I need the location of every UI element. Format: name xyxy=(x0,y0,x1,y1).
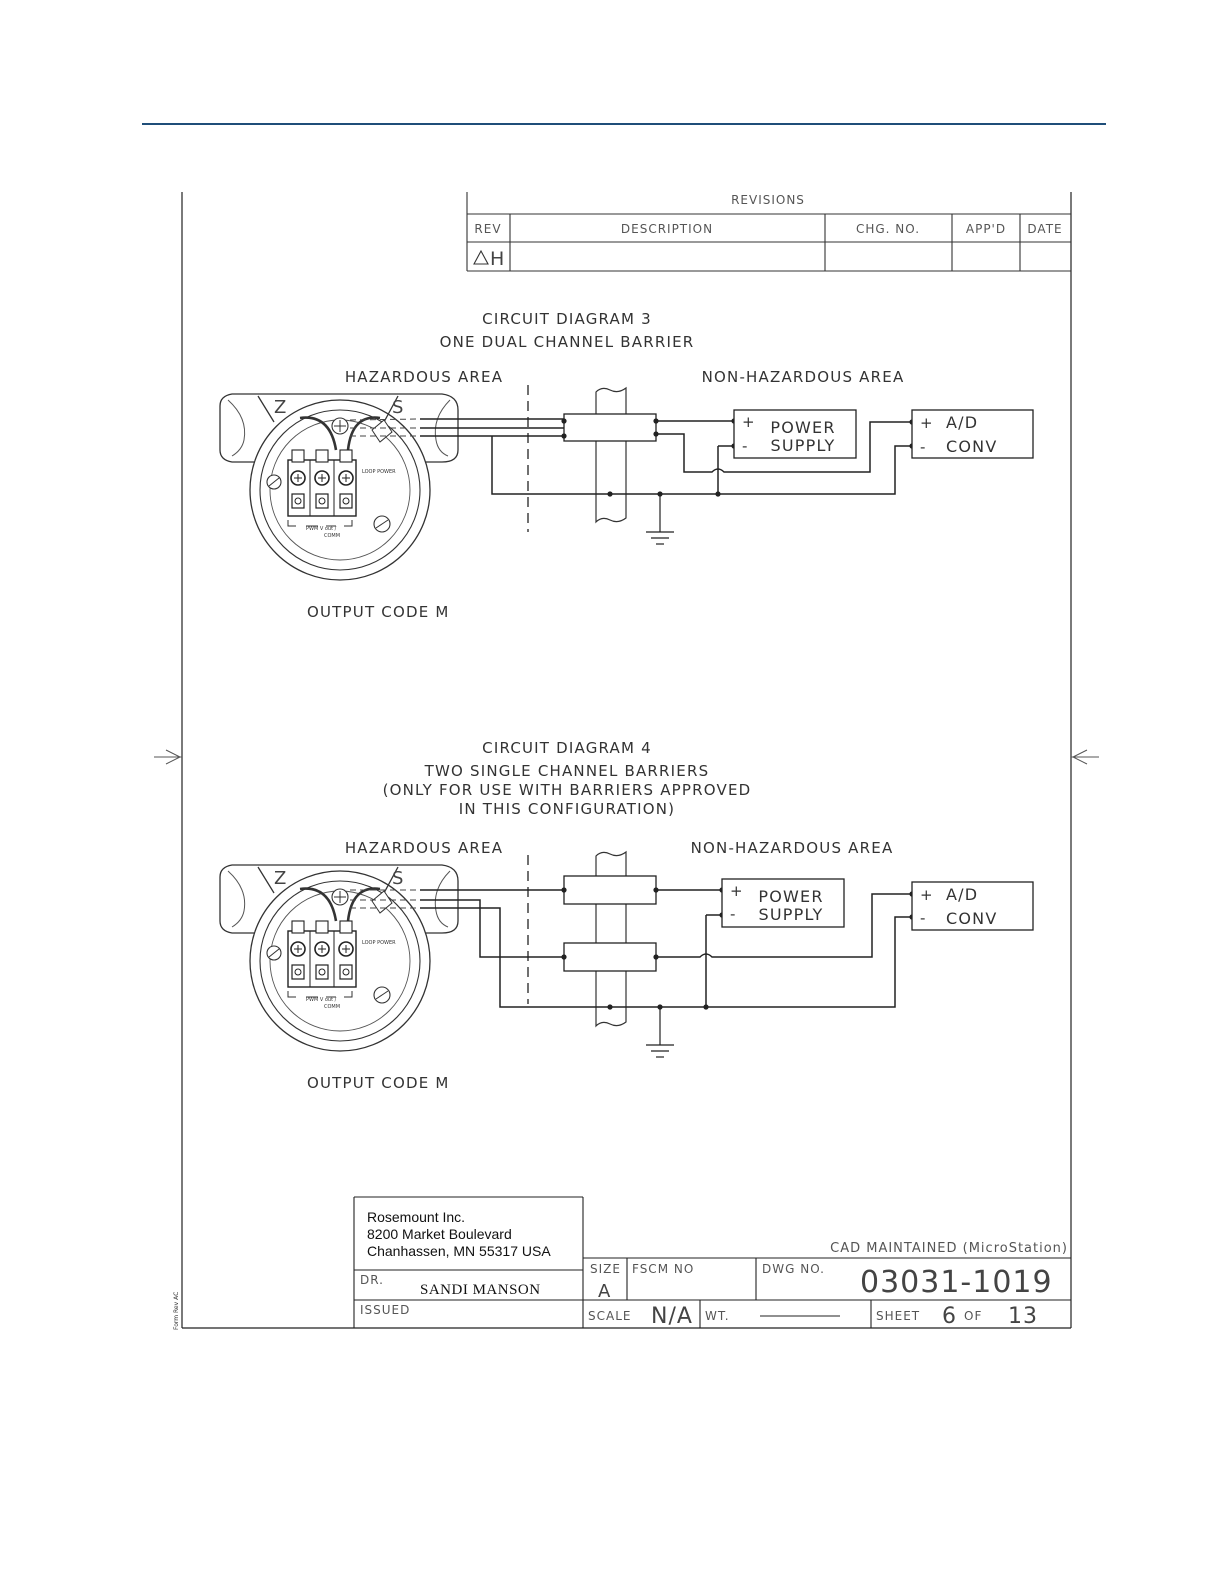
single-channel-barrier-1 xyxy=(563,875,657,905)
size-label: SIZE xyxy=(590,1262,621,1276)
ad-minus: - xyxy=(920,438,927,456)
scale-value: N/A xyxy=(651,1304,693,1329)
ad-converter-box-2 xyxy=(911,881,1034,931)
diagram3-non-hazardous-label: NON-HAZARDOUS AREA xyxy=(702,368,905,386)
company-address-2: Chanhassen, MN 55317 USA xyxy=(367,1243,551,1259)
diagram3-output-code: OUTPUT CODE M xyxy=(307,603,450,621)
wt-label: WT. xyxy=(705,1309,730,1323)
power-supply-plus: + xyxy=(742,413,756,431)
ad-plus: + xyxy=(920,414,934,432)
center-mark-left xyxy=(154,749,182,765)
form-rev: Form Rev AC xyxy=(173,1292,180,1330)
ad-2-label-1: A/D xyxy=(946,885,978,904)
power-supply-2-plus: + xyxy=(730,882,744,900)
ad-converter-box xyxy=(911,409,1034,459)
appd-header: APP'D xyxy=(966,222,1006,236)
ad-2-label-2: CONV xyxy=(946,909,997,928)
housing-2-letter-s: S xyxy=(392,868,404,889)
ad-label-1: A/D xyxy=(946,413,978,432)
sheet-border xyxy=(181,192,1072,1329)
circuit-diagram-4: CIRCUIT DIAGRAM 4 TWO SINGLE CHANNEL BAR… xyxy=(218,739,1034,1092)
power-supply-box-2 xyxy=(721,878,845,928)
of-label: OF xyxy=(964,1309,982,1323)
power-supply-label-1: POWER xyxy=(770,418,835,437)
date-header: DATE xyxy=(1027,222,1062,236)
revisions-block: REVISIONS REV DESCRIPTION CHG. NO. APP'D… xyxy=(466,192,1071,272)
housing-letter-z: Z xyxy=(274,397,287,418)
power-supply-2-label-1: POWER xyxy=(758,887,823,906)
ad-2-plus: + xyxy=(920,886,934,904)
description-header: DESCRIPTION xyxy=(621,222,713,236)
fscm-label: FSCM NO xyxy=(632,1262,694,1276)
diagram4-line-1: TWO SINGLE CHANNEL BARRIERS xyxy=(424,762,710,780)
size-value: A xyxy=(598,1281,611,1302)
ground-icon xyxy=(645,493,675,545)
diagram4-non-hazardous-label: NON-HAZARDOUS AREA xyxy=(691,839,894,857)
power-supply-2-label-2: SUPPLY xyxy=(759,905,824,924)
diagram3-hazardous-label: HAZARDOUS AREA xyxy=(345,368,503,386)
housing-2-letter-z: Z xyxy=(274,868,287,889)
sheet-number: 6 xyxy=(942,1304,957,1329)
diagram4-line-2: (ONLY FOR USE WITH BARRIERS APPROVED xyxy=(383,781,752,799)
rev-header: REV xyxy=(474,222,501,236)
rev-value: H xyxy=(490,248,505,270)
diagram3-title: CIRCUIT DIAGRAM 3 xyxy=(482,310,652,328)
transmitter-housing-2 xyxy=(218,863,460,1053)
ad-label-2: CONV xyxy=(946,437,997,456)
power-supply-2-minus: - xyxy=(730,905,737,923)
transmitter-housing xyxy=(218,392,460,582)
center-mark-right xyxy=(1071,749,1099,765)
dwg-label: DWG NO. xyxy=(762,1262,825,1276)
circuit-diagram-3: CIRCUIT DIAGRAM 3 ONE DUAL CHANNEL BARRI… xyxy=(218,310,1034,621)
company-address-1: 8200 Market Boulevard xyxy=(367,1226,512,1242)
title-block: Rosemount Inc. 8200 Market Boulevard Cha… xyxy=(353,1196,1071,1329)
drawn-by: SANDI MANSON xyxy=(420,1282,541,1298)
company-name: Rosemount Inc. xyxy=(367,1209,465,1225)
dr-label: DR. xyxy=(360,1273,384,1287)
revisions-title: REVISIONS xyxy=(731,193,805,207)
chg-no-header: CHG. NO. xyxy=(856,222,920,236)
sheet-total: 13 xyxy=(1008,1304,1038,1329)
power-supply-box xyxy=(733,409,857,459)
dwg-number: 03031-1019 xyxy=(860,1265,1053,1300)
ground-icon-2 xyxy=(645,1006,675,1058)
cad-note: CAD MAINTAINED (MicroStation) xyxy=(830,1241,1068,1256)
single-channel-barrier-2 xyxy=(563,942,657,972)
power-supply-label-2: SUPPLY xyxy=(771,436,836,455)
dual-channel-barrier xyxy=(563,413,657,442)
barrier-rail xyxy=(595,386,627,524)
diagram4-title: CIRCUIT DIAGRAM 4 xyxy=(482,739,652,757)
issued-label: ISSUED xyxy=(360,1303,410,1317)
revision-triangle-icon xyxy=(473,249,489,265)
housing-letter-s: S xyxy=(392,397,404,418)
power-supply-minus: - xyxy=(742,437,749,455)
diagram4-line-3: IN THIS CONFIGURATION) xyxy=(459,800,676,818)
ad-2-minus: - xyxy=(920,909,927,927)
diagram4-hazardous-label: HAZARDOUS AREA xyxy=(345,839,503,857)
header-rule xyxy=(142,123,1106,125)
scale-label: SCALE xyxy=(588,1309,631,1323)
sheet-label: SHEET xyxy=(876,1309,920,1323)
diagram4-output-code: OUTPUT CODE M xyxy=(307,1074,450,1092)
diagram3-subtitle: ONE DUAL CHANNEL BARRIER xyxy=(440,333,695,351)
